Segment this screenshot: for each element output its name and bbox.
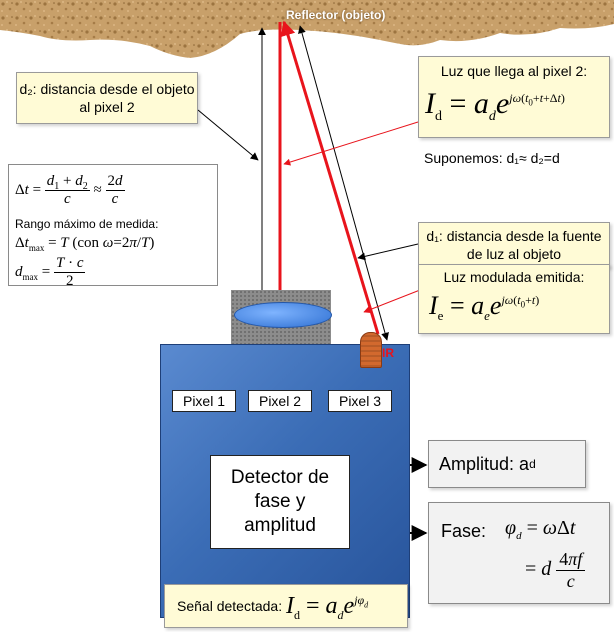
arriving-light-callout: Luz que llega al pixel 2: Id = adejω(t0+… <box>418 56 610 138</box>
reflector-label: Reflector (objeto) <box>286 8 386 22</box>
phase-equation-1: φd = ωΔt <box>505 517 576 542</box>
d1-arrow <box>298 25 389 341</box>
d2-description: d₂: distancia desde el objeto al pixel 2 <box>19 81 195 115</box>
d-max-equation: dmax = T · c 2 <box>15 255 86 289</box>
detected-signal-label: Señal detectada: <box>177 598 286 614</box>
amplitude-symbol: a <box>519 453 530 474</box>
d1-callout: d₁: distancia desde la fuente de luz al … <box>418 222 610 268</box>
ir-emitter <box>360 332 382 368</box>
delta-t-equation: Δt = d1 + d2 c ≈ 2d c <box>15 173 125 207</box>
amplitude-label: Amplitud: <box>439 453 520 474</box>
emitted-light-ray <box>280 20 380 335</box>
amplitude-output-box: Amplitud: a d <box>428 440 586 488</box>
suppose-text: Suponemos: d₁≈ d₂=d <box>424 150 560 166</box>
detector-label: Detector de fase y amplitud <box>230 467 330 536</box>
pixel-1: Pixel 1 <box>172 390 236 412</box>
detected-signal-callout: Señal detectada: Id = adejφd <box>164 584 408 628</box>
delta-t-max-equation: Δtmax = T (con ω=2π/T) <box>15 235 155 253</box>
lens <box>234 302 332 328</box>
arriving-light-title: Luz que llega al pixel 2: <box>440 63 588 79</box>
d1-description: d₁: distancia desde la fuente de luz al … <box>426 228 602 262</box>
emitted-light-callout: Luz modulada emitida: Ie = aeejω(t0+t) <box>418 264 610 334</box>
phase-output-box: Fase: φd = ωΔt = d 4πf c <box>428 502 610 604</box>
emitted-light-title: Luz modulada emitida: <box>443 269 585 285</box>
emitted-light-equation: Ie = aeejω(t0+t) <box>429 291 540 324</box>
phase-equation-2: = d 4πf c <box>525 549 586 592</box>
detected-signal-equation: Id = adejφd <box>285 592 369 622</box>
arriving-light-equation: Id = adejω(t0+t+Δt) <box>425 87 565 124</box>
range-equation-box: Δt = d1 + d2 c ≈ 2d c Rango máximo de me… <box>8 164 218 289</box>
pixel-3: Pixel 3 <box>328 390 392 412</box>
d2-callout: d₂: distancia desde el objeto al pixel 2 <box>16 72 198 124</box>
range-title: Rango máximo de medida: <box>15 217 159 231</box>
pixel-2: Pixel 2 <box>248 390 312 412</box>
phase-label: Fase: <box>441 521 487 541</box>
detector-box: Detector de fase y amplitud <box>210 455 350 549</box>
ir-label: IR <box>382 346 394 360</box>
